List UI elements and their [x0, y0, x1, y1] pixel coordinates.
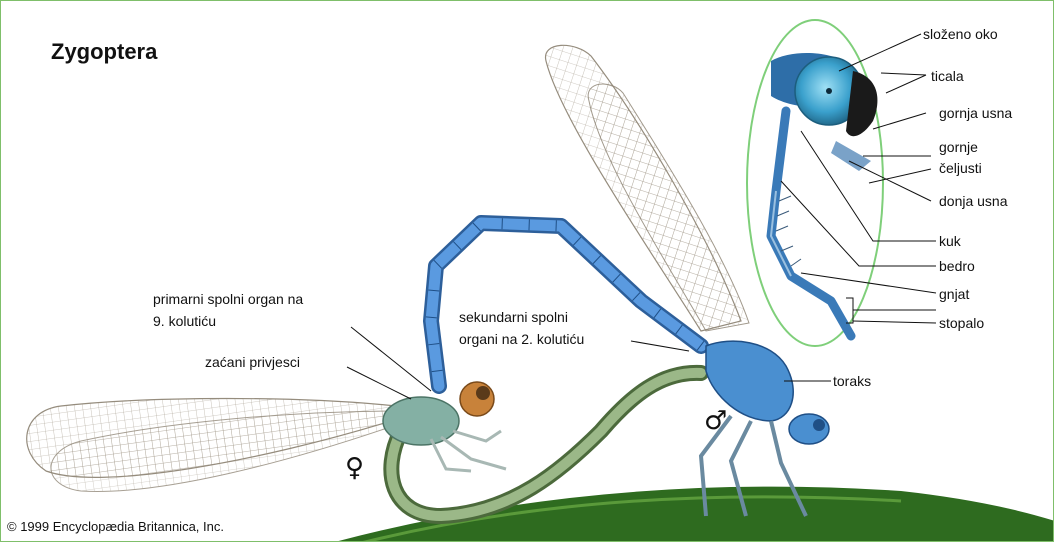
female-wings	[27, 399, 396, 492]
label-primary-organ-1: primarni spolni organ na	[153, 290, 303, 308]
label-thorax: toraks	[833, 372, 871, 390]
diagram-title: Zygoptera	[51, 39, 157, 65]
label-tibia: gnjat	[939, 285, 969, 303]
label-femur: bedro	[939, 257, 975, 275]
label-upper-jaw-2: čeljusti	[939, 159, 982, 177]
male-symbol: ♂	[704, 406, 727, 436]
female-legs	[431, 431, 506, 471]
male-wings	[546, 45, 749, 331]
female-symbol: ♀	[345, 453, 364, 483]
label-appendages: zaćani privjesci	[205, 353, 300, 371]
label-antennae: ticala	[931, 67, 964, 85]
label-coxa: kuk	[939, 232, 961, 250]
copyright-text: © 1999 Encyclopædia Britannica, Inc.	[7, 519, 224, 534]
label-upper-jaw-1: gornje	[939, 138, 978, 156]
label-compound-eye: složeno oko	[923, 25, 998, 43]
label-secondary-organs-1: sekundarni spolni	[459, 308, 568, 326]
label-primary-organ-2: 9. kolutiću	[153, 312, 216, 330]
label-lower-lip: donja usna	[939, 192, 1008, 210]
label-tarsus: stopalo	[939, 314, 984, 332]
female-head	[460, 382, 494, 416]
label-upper-lip: gornja usna	[939, 104, 1012, 122]
label-secondary-organs-2: organi na 2. kolutiću	[459, 330, 584, 348]
female-thorax	[383, 397, 459, 445]
